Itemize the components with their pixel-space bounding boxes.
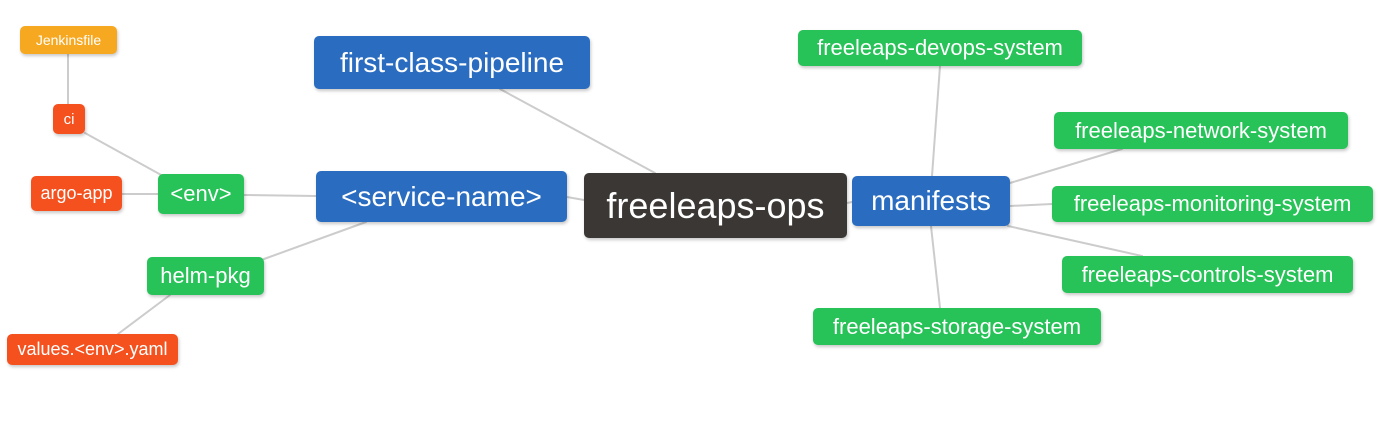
edge-manifests-to-devops-system [931, 65, 941, 177]
node-values-env-yaml[interactable]: values.<env>.yaml [7, 334, 178, 365]
edge-ci-to-env [84, 132, 164, 177]
node-env[interactable]: <env> [158, 174, 244, 214]
edge-env-to-service-name [243, 194, 317, 197]
node-storage-system[interactable]: freeleaps-storage-system [813, 308, 1101, 345]
edge-helm-pkg-to-service-name [263, 221, 367, 260]
node-service-name[interactable]: <service-name> [316, 171, 567, 222]
node-helm-pkg[interactable]: helm-pkg [147, 257, 264, 295]
edge-service-name-to-freeleaps-ops [566, 196, 585, 201]
edge-manifests-to-network-system [1009, 148, 1123, 184]
edge-first-class-pipeline-to-freeleaps-ops [499, 88, 656, 174]
edge-manifests-to-controls-system [1007, 225, 1143, 257]
edge-values-env-yaml-to-helm-pkg [117, 294, 171, 335]
node-ci[interactable]: ci [53, 104, 85, 134]
edge-manifests-to-storage-system [930, 225, 941, 309]
node-first-class-pipeline[interactable]: first-class-pipeline [314, 36, 590, 89]
node-monitoring-system[interactable]: freeleaps-monitoring-system [1052, 186, 1373, 222]
node-jenkinsfile[interactable]: Jenkinsfile [20, 26, 117, 54]
node-network-system[interactable]: freeleaps-network-system [1054, 112, 1348, 149]
node-controls-system[interactable]: freeleaps-controls-system [1062, 256, 1353, 293]
node-freeleaps-ops[interactable]: freeleaps-ops [584, 173, 847, 238]
node-argo-app[interactable]: argo-app [31, 176, 122, 211]
edge-manifests-to-monitoring-system [1009, 203, 1053, 207]
node-devops-system[interactable]: freeleaps-devops-system [798, 30, 1082, 66]
node-manifests[interactable]: manifests [852, 176, 1010, 226]
